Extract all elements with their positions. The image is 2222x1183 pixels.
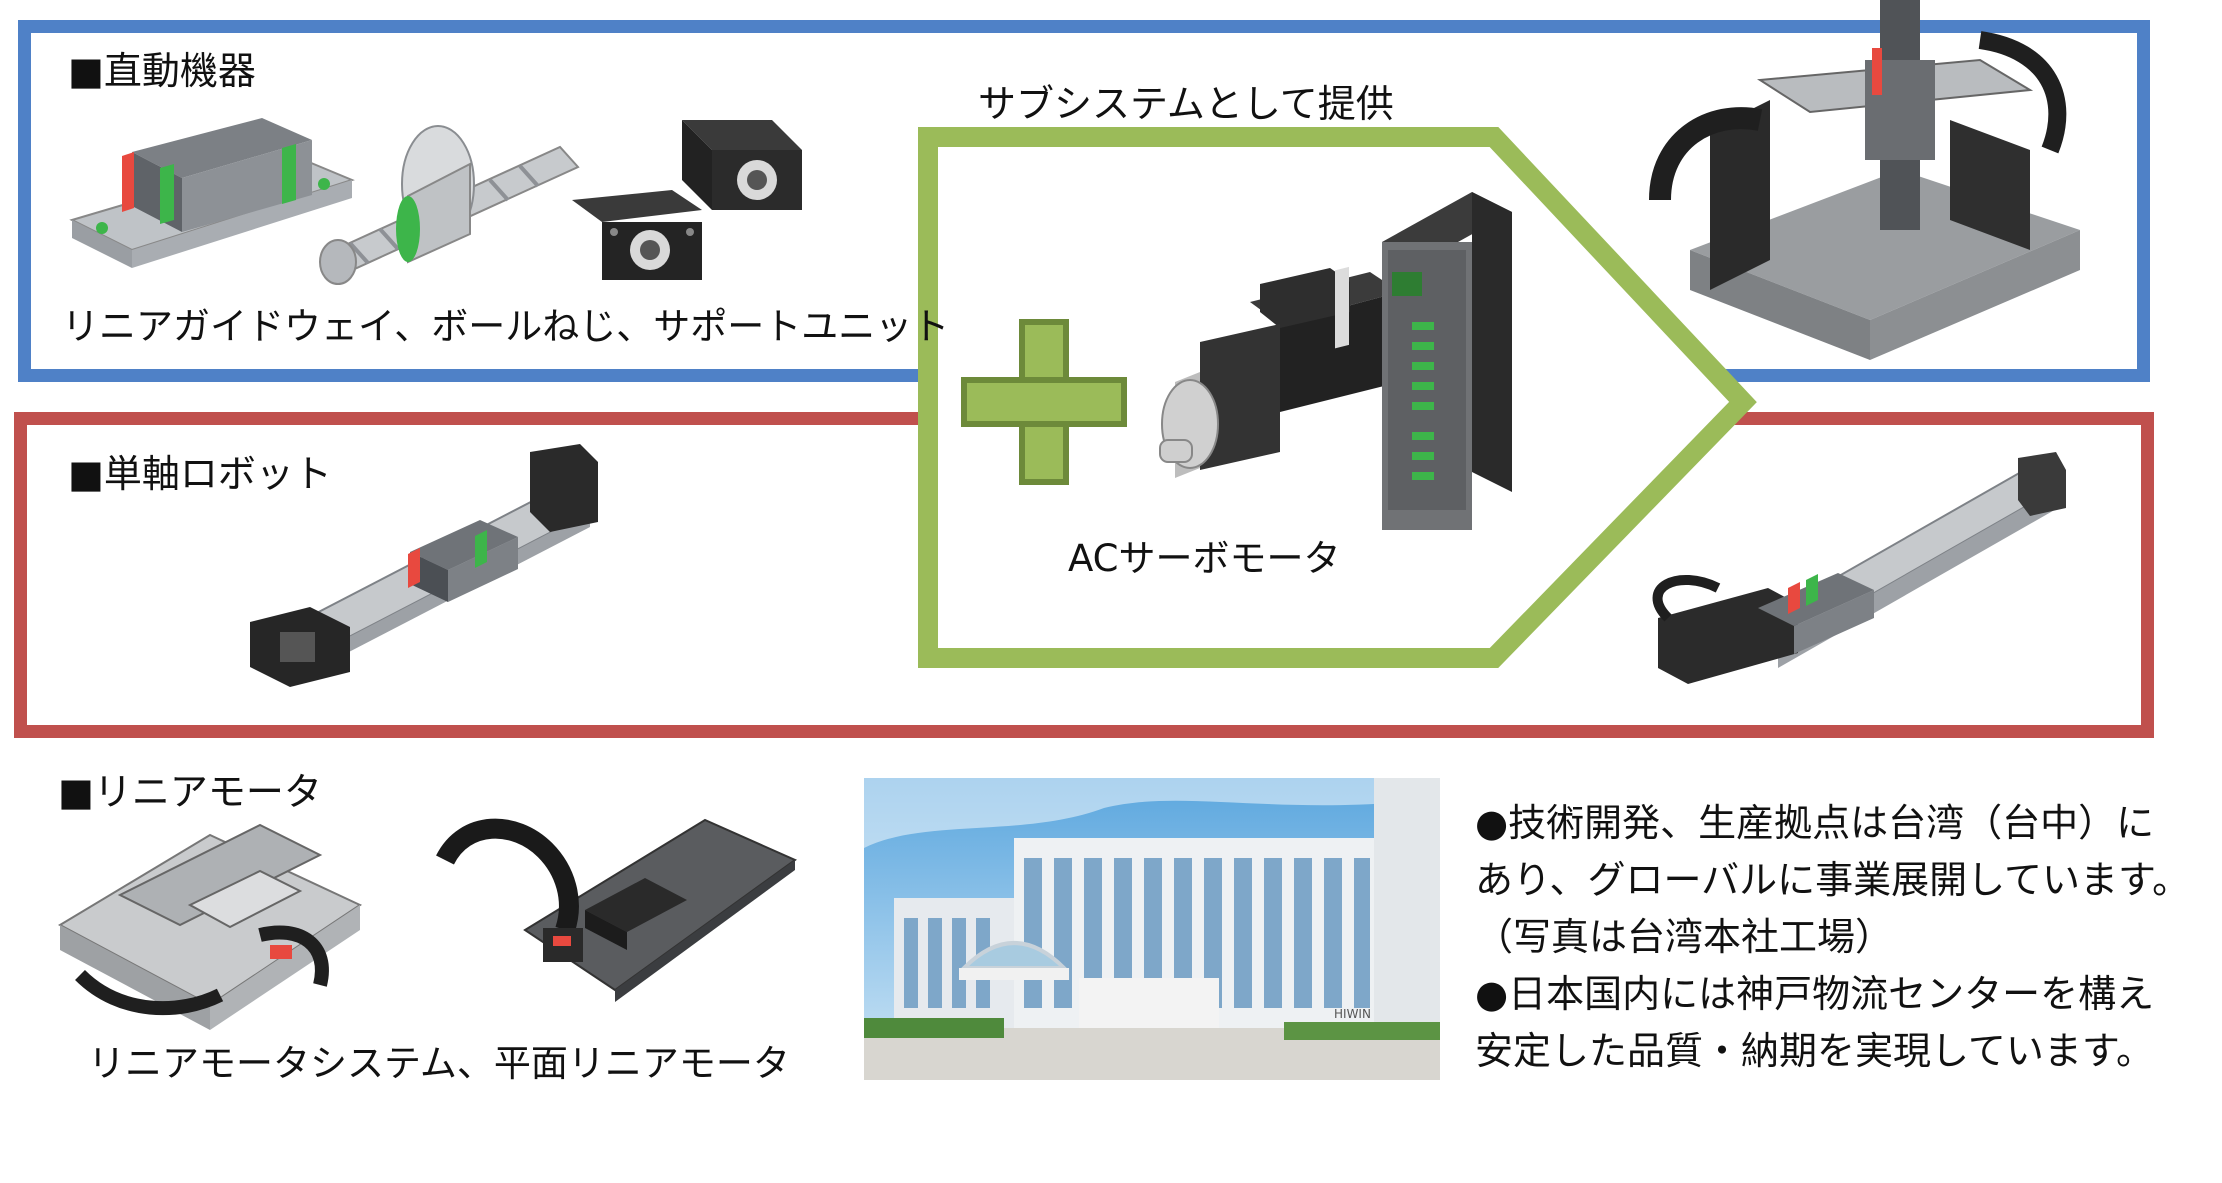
planar-linear-motor-icon [436,818,797,1002]
single-axis-robot-title: ■単軸ロボット [68,452,332,496]
subsystem-label: サブシステムとして提供 [978,82,1394,126]
servo-motor-icon [1159,266,1400,478]
servo-driver-icon [1382,192,1512,530]
support-unit-icon [572,120,802,280]
factory-building-icon: HIWIN [864,778,1440,1080]
linear-equipment-caption: リニアガイドウェイ、ボールねじ、サポートユニット [62,305,950,348]
plus-icon [961,319,1127,485]
gantry-system-icon [1649,0,2080,360]
info-line: ●技術開発、生産拠点は台湾（台中）に [1475,801,2155,845]
motorized-axis-icon [1652,452,2066,684]
factory-sign: HIWIN [1334,1007,1371,1021]
ball-screw-icon [319,125,580,285]
info-line: あり、グローバルに事業展開しています。 [1475,858,2191,902]
info-line: 安定した品質・納期を実現しています。 [1475,1029,2155,1073]
linear-guide-icon [69,118,355,268]
servo-motor-caption: ACサーボモータ [1068,537,1341,580]
info-line: ●日本国内には神戸物流センターを構え [1475,972,2155,1016]
xy-linear-motor-stage-icon [57,823,363,1030]
info-line: （写真は台湾本社工場） [1475,915,1894,959]
linear-motor-caption: リニアモータシステム、平面リニアモータ [88,1042,790,1085]
single-axis-robot-icon [250,444,598,687]
company-info: ●技術開発、生産拠点は台湾（台中）に あり、グローバルに事業展開しています。 （… [1475,795,2190,1080]
linear-equipment-title: ■直動機器 [68,49,256,93]
linear-motor-title: ■リニアモータ [58,770,322,814]
